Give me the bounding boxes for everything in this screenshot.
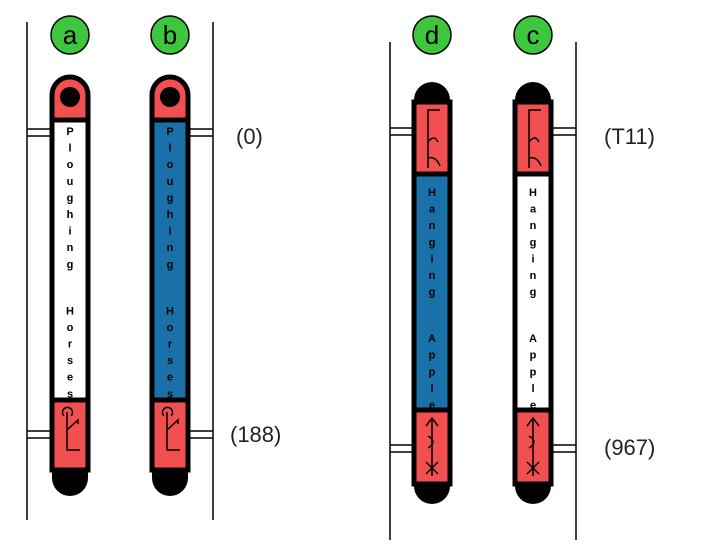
strip-a-letter: l (68, 143, 71, 155)
strip-c-letter: A (529, 333, 537, 345)
strip-a-letter: P (66, 126, 73, 138)
arrow-x-symbol-icon (425, 416, 439, 476)
header-badge-d: d (412, 15, 452, 55)
strip-c-letter: i (531, 253, 534, 265)
strip-b-letter: r (168, 338, 173, 350)
header-label-a: a (63, 20, 78, 50)
strip-c-letter: g (530, 237, 537, 249)
strip-b-letter: o (167, 322, 174, 334)
strip-b-letter: i (168, 226, 171, 238)
strip-d-letter: p (429, 350, 436, 362)
header-label-b: b (163, 20, 177, 50)
strip-d-letter: a (429, 204, 436, 216)
hook-symbol-icon (161, 406, 180, 451)
strip-a-letter: i (68, 226, 71, 238)
header-badge-c: c (513, 15, 553, 55)
strip-c-letter: p (530, 366, 537, 378)
strip-a-letter: g (67, 192, 74, 204)
strip-a-letter: e (67, 372, 73, 384)
cap-circle-icon (60, 87, 80, 107)
strip-d-letter: A (428, 333, 436, 345)
header-label-d: d (425, 20, 439, 50)
strip-c-letter: l (531, 383, 534, 395)
strip-a-letter: o (67, 322, 74, 334)
strip-b-letter: o (167, 159, 174, 171)
cap-circle-icon (160, 87, 180, 107)
strip-b-letter: P (166, 126, 173, 138)
strip-b-letter: g (167, 259, 174, 271)
strip-a-letter: o (67, 159, 74, 171)
strip-d-letter: i (430, 253, 433, 265)
strip-a-letter: h (67, 209, 74, 221)
strip-d-letter: g (429, 237, 436, 249)
strip-d-body (411, 171, 453, 413)
strip-d-letter: e (429, 399, 435, 411)
strip-a-letter: u (67, 176, 74, 188)
strip-b-letter: h (167, 209, 174, 221)
strip-b-letter: l (168, 143, 171, 155)
strip-d-letter: g (429, 287, 436, 299)
header-label-c: c (527, 20, 540, 50)
header-badge-b: b (150, 15, 190, 55)
side-label-0: (0) (236, 124, 263, 149)
strip-b-body (149, 117, 191, 403)
strip-c-letter: n (530, 270, 537, 282)
strip-a-letter: s (67, 388, 73, 400)
strip-b-letter: g (167, 192, 174, 204)
strip-c-letter: e (530, 399, 536, 411)
strip-d-letter: n (429, 270, 436, 282)
strip-d-letter: n (429, 220, 436, 232)
strip-b-letter: s (167, 388, 173, 400)
strip-d-letter: l (430, 383, 433, 395)
strip-c-letter: p (530, 350, 537, 362)
strip-a-body (49, 117, 91, 403)
strip-b-letter: s (167, 355, 173, 367)
connectors (27, 127, 576, 453)
bracket-symbol-icon (528, 109, 542, 168)
strip-b-letter: e (167, 372, 173, 384)
strip-b-letter: u (167, 176, 174, 188)
strip-a-letter: n (67, 242, 74, 254)
strip-c-letter: g (530, 287, 537, 299)
strip-a-letter: s (67, 355, 73, 367)
strip-a-letter: H (66, 305, 74, 317)
strip-c-letter: H (529, 187, 537, 199)
bracket-symbol-icon (427, 109, 441, 168)
side-label-967: (967) (604, 435, 655, 460)
strip-d-letter: H (428, 187, 436, 199)
strip-c-letter: a (530, 204, 537, 216)
strip-a-letter: r (68, 338, 73, 350)
strip-a-letter: g (67, 259, 74, 271)
arrow-x-symbol-icon (526, 416, 540, 476)
side-label-188: (188) (230, 422, 281, 447)
strip-b-letter: H (166, 305, 174, 317)
strip-d-letter: p (429, 366, 436, 378)
side-label-t11: (T11) (604, 124, 655, 149)
strip-c-letter: n (530, 220, 537, 232)
strip-b-letter: n (167, 242, 174, 254)
hook-symbol-icon (61, 406, 80, 451)
header-badge-a: a (50, 15, 90, 55)
